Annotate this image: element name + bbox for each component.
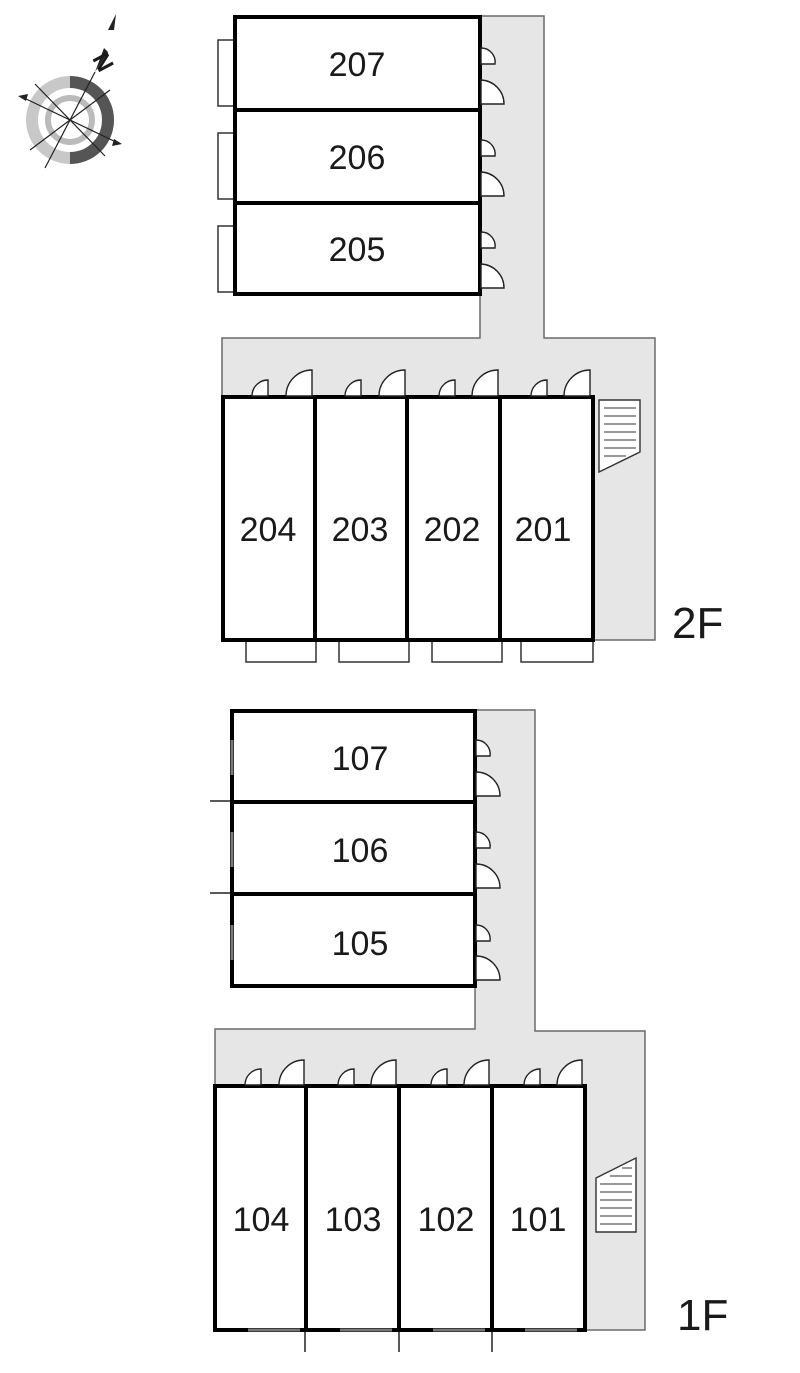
floor-1f: 107 106 105 104 103 102 101 1F: [210, 709, 728, 1352]
staircase-1f: [595, 1156, 637, 1233]
room-label-101: 101: [510, 1201, 567, 1239]
doors-1f: [244, 739, 583, 1086]
room-label-102: 102: [418, 1201, 475, 1239]
room-201: [498, 395, 595, 642]
room-203: [313, 395, 409, 642]
room-204: [221, 395, 317, 642]
balcony-2f-south: [245, 639, 594, 663]
room-107: [230, 709, 477, 804]
room-label-106: 106: [332, 832, 389, 870]
doors-2f: [251, 47, 591, 397]
room-label-104: 104: [233, 1201, 290, 1239]
room-205: [233, 201, 482, 296]
floor-label-1f: 1F: [677, 1291, 728, 1340]
room-labels-2f: 207 206 205 204 203 202 201: [240, 46, 572, 549]
room-label-205: 205: [329, 231, 386, 269]
room-label-103: 103: [325, 1201, 382, 1239]
room-label-105: 105: [332, 925, 389, 963]
room-label-201: 201: [515, 511, 572, 549]
floor-2f: 207 206 205 204 203 202 201 2F: [217, 15, 723, 663]
room-labels-1f: 107 106 105 104 103 102 101: [233, 740, 567, 1239]
room-101: [490, 1084, 587, 1332]
balcony-2f-west: [217, 39, 236, 293]
room-label-202: 202: [424, 511, 481, 549]
staircase-2f: [598, 399, 641, 474]
room-202: [405, 395, 502, 642]
room-label-206: 206: [329, 139, 386, 177]
room-106: [230, 800, 477, 896]
room-label-207: 207: [329, 46, 386, 84]
room-label-203: 203: [332, 511, 389, 549]
room-label-107: 107: [332, 740, 389, 778]
room-104: [213, 1084, 308, 1332]
windows-1f: [230, 740, 577, 1332]
compass-rose-icon: [18, 14, 122, 169]
site-boundary-1f: [210, 800, 493, 1352]
room-label-204: 204: [240, 511, 297, 549]
room-102: [397, 1084, 494, 1332]
floor-label-2f: 2F: [672, 599, 723, 648]
compass-north-label: N: [87, 48, 119, 76]
room-206: [233, 108, 482, 205]
